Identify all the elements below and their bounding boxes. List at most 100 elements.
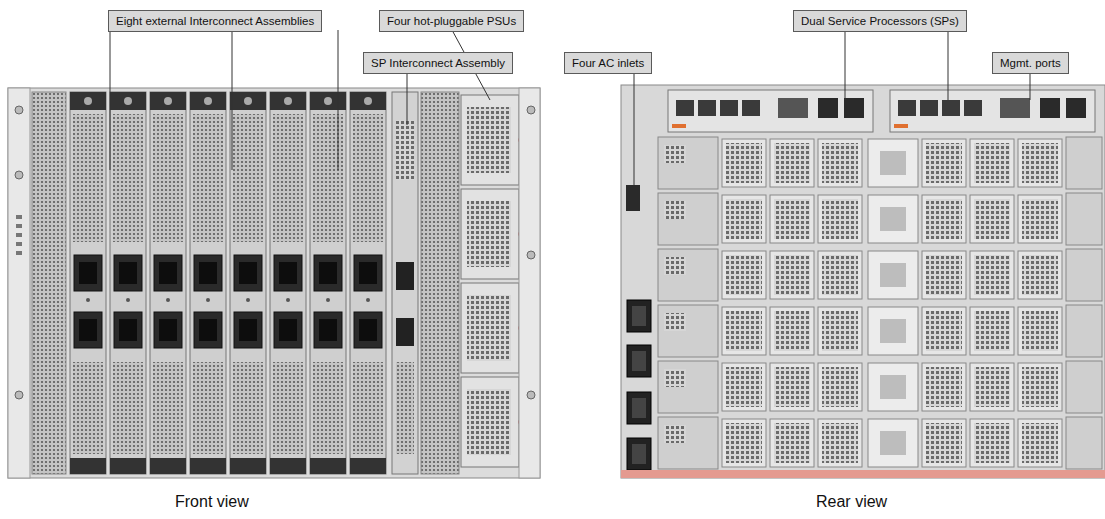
module-top xyxy=(310,92,346,110)
fan-module xyxy=(970,419,1014,467)
port xyxy=(274,255,302,291)
fan-grille xyxy=(974,199,1010,239)
vent-panel xyxy=(353,114,383,242)
fan-grille xyxy=(974,311,1010,351)
fan-grille xyxy=(926,143,962,183)
module-top xyxy=(190,92,226,110)
vent-panel xyxy=(664,425,686,443)
screw xyxy=(527,106,535,114)
fan-module xyxy=(922,419,966,467)
vent-panel xyxy=(233,114,263,242)
port xyxy=(964,100,982,116)
port-cavity xyxy=(119,262,137,284)
screw xyxy=(164,97,172,105)
led xyxy=(246,298,250,302)
status-led xyxy=(16,251,22,255)
fan-grille xyxy=(1022,311,1058,351)
screw xyxy=(15,391,23,399)
psu-vent xyxy=(467,389,511,455)
fan-handle xyxy=(658,361,718,413)
fan-module xyxy=(770,363,814,411)
fan-grille xyxy=(822,311,858,351)
vent-panel xyxy=(664,201,686,219)
leader-line xyxy=(407,72,408,125)
fan-grille xyxy=(822,143,858,183)
port xyxy=(274,312,302,348)
side-block xyxy=(1066,305,1102,357)
status-led xyxy=(16,233,22,237)
callout-box: Dual Service Processors (SPs) xyxy=(793,10,967,32)
handle xyxy=(868,363,918,411)
fan-module xyxy=(1018,195,1062,243)
handle-grip xyxy=(880,207,906,231)
fan-module xyxy=(818,363,862,411)
side-block xyxy=(1066,249,1102,301)
vent-panel xyxy=(193,114,223,242)
callout-text: Eight external Interconnect Assemblies xyxy=(116,15,314,27)
fan-module xyxy=(970,307,1014,355)
fan-module xyxy=(1018,363,1062,411)
port xyxy=(720,100,738,116)
port xyxy=(942,100,960,116)
port-cavity xyxy=(199,262,217,284)
interconnect-module xyxy=(150,92,186,474)
psu xyxy=(461,377,519,467)
led xyxy=(326,298,330,302)
port xyxy=(698,100,716,116)
fan-grille xyxy=(726,143,762,183)
psu xyxy=(461,95,519,185)
callout-box: Four AC inlets xyxy=(564,52,652,74)
led xyxy=(206,298,210,302)
vent-panel xyxy=(313,362,343,454)
fan-module xyxy=(922,363,966,411)
fan-grille xyxy=(822,367,858,407)
screw xyxy=(15,171,23,179)
port-cavity xyxy=(279,262,297,284)
view-caption: Rear view xyxy=(816,493,887,511)
fan-grille xyxy=(726,255,762,295)
ac-inlet-pins xyxy=(632,398,646,418)
handle-grip xyxy=(880,375,906,399)
screw xyxy=(527,391,535,399)
ac-inlet xyxy=(627,300,651,332)
fan-grille xyxy=(974,423,1010,463)
module-bottom xyxy=(70,458,106,474)
vent-panel xyxy=(421,92,459,474)
module-bottom xyxy=(150,458,186,474)
switch xyxy=(626,185,640,211)
handle-grip xyxy=(880,431,906,455)
module-top xyxy=(350,92,386,110)
fan-grille xyxy=(974,255,1010,295)
port-cavity xyxy=(239,319,257,341)
fan-module xyxy=(818,307,862,355)
fan-module xyxy=(818,195,862,243)
base-strip xyxy=(621,470,1105,478)
fan-module xyxy=(770,195,814,243)
module-bottom xyxy=(230,458,266,474)
port-cavity xyxy=(319,262,337,284)
handle xyxy=(868,139,918,187)
side-block xyxy=(1066,361,1102,413)
screw xyxy=(15,106,23,114)
psu xyxy=(461,189,519,279)
fan-grille xyxy=(926,311,962,351)
screw xyxy=(527,251,535,259)
vent-panel xyxy=(396,362,414,454)
port xyxy=(314,312,342,348)
fan-grille xyxy=(774,311,810,351)
port xyxy=(154,255,182,291)
screw xyxy=(124,97,132,105)
fan-module xyxy=(1018,251,1062,299)
port xyxy=(194,255,222,291)
ac-inlet xyxy=(627,345,651,377)
interconnect-module xyxy=(310,92,346,474)
leader-line xyxy=(1030,72,1031,100)
psu-vent xyxy=(467,107,511,173)
psu-vent xyxy=(467,201,511,267)
port xyxy=(74,255,102,291)
ac-inlet-pins xyxy=(632,351,646,371)
interconnect-module xyxy=(230,92,266,474)
port xyxy=(234,255,262,291)
fan-module xyxy=(922,307,966,355)
module-bottom xyxy=(190,458,226,474)
